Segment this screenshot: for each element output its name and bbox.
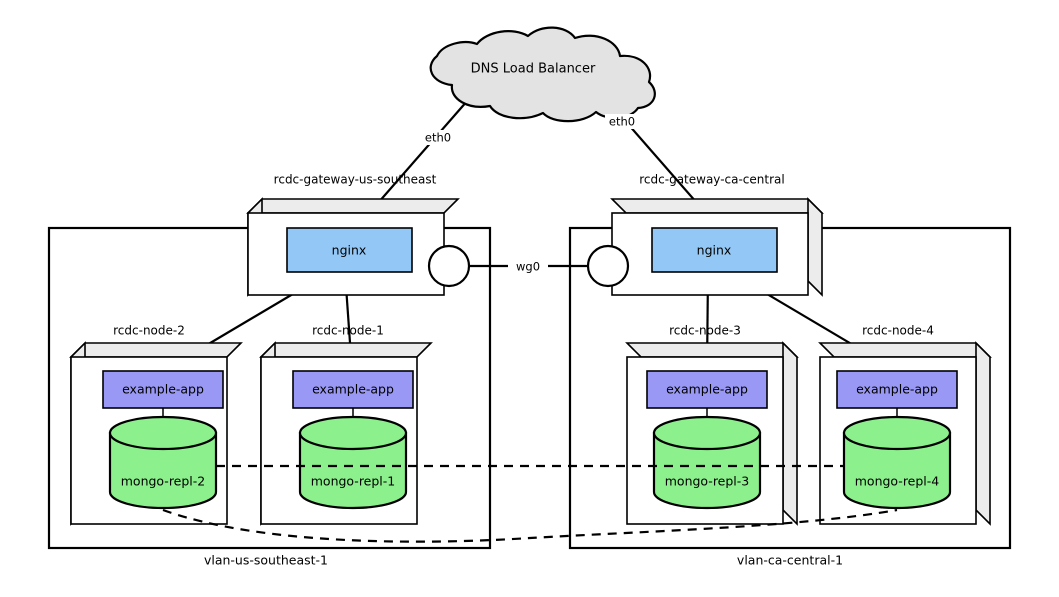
node2-top-face xyxy=(69,342,243,358)
node-label-rcdc-node-3: rcdc-node-3 xyxy=(669,324,741,338)
node-label-rcdc-node-1: rcdc-node-1 xyxy=(312,324,384,338)
db-label-node1: mongo-repl-1 xyxy=(311,474,396,489)
gateway-ca-central-label: rcdc-gateway-ca-central xyxy=(639,173,784,187)
nginx-label-ca: nginx xyxy=(697,243,732,258)
db-top-node1 xyxy=(298,415,408,451)
nginx-label-us: nginx xyxy=(332,243,367,258)
gateway-us-top-face xyxy=(246,198,460,214)
db-cylinder-node2[interactable]: mongo-repl-2 xyxy=(108,415,218,510)
node-rcdc-node-3[interactable]: rcdc-node-3 example-app mongo-repl-3 xyxy=(625,324,799,526)
db-cylinder-node3[interactable]: mongo-repl-3 xyxy=(652,415,762,510)
vlan-label-ca-central: vlan-ca-central-1 xyxy=(737,553,843,568)
eth0-label-right-bg xyxy=(605,114,640,129)
node4-top-face xyxy=(818,342,992,358)
db-top-node3 xyxy=(652,415,762,451)
node3-top-face xyxy=(625,342,799,358)
gateway-ca-top-face xyxy=(610,198,824,214)
node-label-rcdc-node-2: rcdc-node-2 xyxy=(113,324,185,338)
mongo-replication-line-lower xyxy=(162,508,898,543)
app-box-node3[interactable] xyxy=(646,370,768,409)
wg0-interface-circle-ca[interactable] xyxy=(586,244,630,288)
dns-load-balancer-cloud: DNS Load Balancer xyxy=(429,26,656,123)
app-box-node4[interactable] xyxy=(836,370,958,409)
eth0-label-left-group: eth0 xyxy=(421,130,456,145)
app-label-node4: example-app xyxy=(856,382,938,397)
db-label-node3: mongo-repl-3 xyxy=(665,474,750,489)
db-cylinder-node1[interactable]: mongo-repl-1 xyxy=(298,415,408,510)
node-label-rcdc-node-4: rcdc-node-4 xyxy=(862,324,934,338)
app-box-node1[interactable] xyxy=(292,370,414,409)
db-body-node1 xyxy=(298,431,408,510)
gateway-ca-right-face xyxy=(807,197,823,297)
node3-right-face xyxy=(782,341,798,526)
app-label-node2: example-app xyxy=(122,382,204,397)
wg0-tunnel: wg0 xyxy=(427,244,630,288)
db-label-node2: mongo-repl-2 xyxy=(121,474,206,489)
eth0-label-left: eth0 xyxy=(425,131,451,145)
db-body-node4 xyxy=(842,431,952,510)
nginx-box-ca[interactable] xyxy=(651,227,778,273)
eth0-label-right: eth0 xyxy=(609,115,635,129)
app-box-node2[interactable] xyxy=(102,370,224,409)
wg0-label: wg0 xyxy=(516,260,540,274)
gateway-ca-central[interactable]: rcdc-gateway-ca-central nginx xyxy=(610,173,824,297)
db-top-node4 xyxy=(842,415,952,451)
gateway-us-southeast-label: rcdc-gateway-us-southeast xyxy=(274,173,437,187)
db-body-node3 xyxy=(652,431,762,510)
eth0-label-left-bg xyxy=(421,130,456,145)
node-rcdc-node-1[interactable]: rcdc-node-1 example-app mongo-repl-1 xyxy=(259,324,433,526)
cloud-label: DNS Load Balancer xyxy=(471,62,596,77)
gateway-us-southeast[interactable]: rcdc-gateway-us-southeast nginx xyxy=(246,173,460,297)
vlan-label-us-southeast: vlan-us-southeast-1 xyxy=(204,553,328,568)
wg0-interface-circle-us[interactable] xyxy=(427,244,471,288)
eth0-label-right-group: eth0 xyxy=(605,114,640,129)
wg0-label-bg xyxy=(508,258,548,274)
node1-top-face xyxy=(259,342,433,358)
db-top-node2 xyxy=(108,415,218,451)
db-label-node4: mongo-repl-4 xyxy=(855,474,940,489)
node4-right-face xyxy=(975,341,991,526)
db-body-node2 xyxy=(108,431,218,510)
app-label-node3: example-app xyxy=(666,382,748,397)
app-label-node1: example-app xyxy=(312,382,394,397)
db-cylinder-node4[interactable]: mongo-repl-4 xyxy=(842,415,952,510)
node-rcdc-node-4[interactable]: rcdc-node-4 example-app mongo-repl-4 xyxy=(818,324,992,526)
nginx-box-us[interactable] xyxy=(286,227,413,273)
node-rcdc-node-2[interactable]: rcdc-node-2 example-app mongo-repl-2 xyxy=(69,324,243,526)
